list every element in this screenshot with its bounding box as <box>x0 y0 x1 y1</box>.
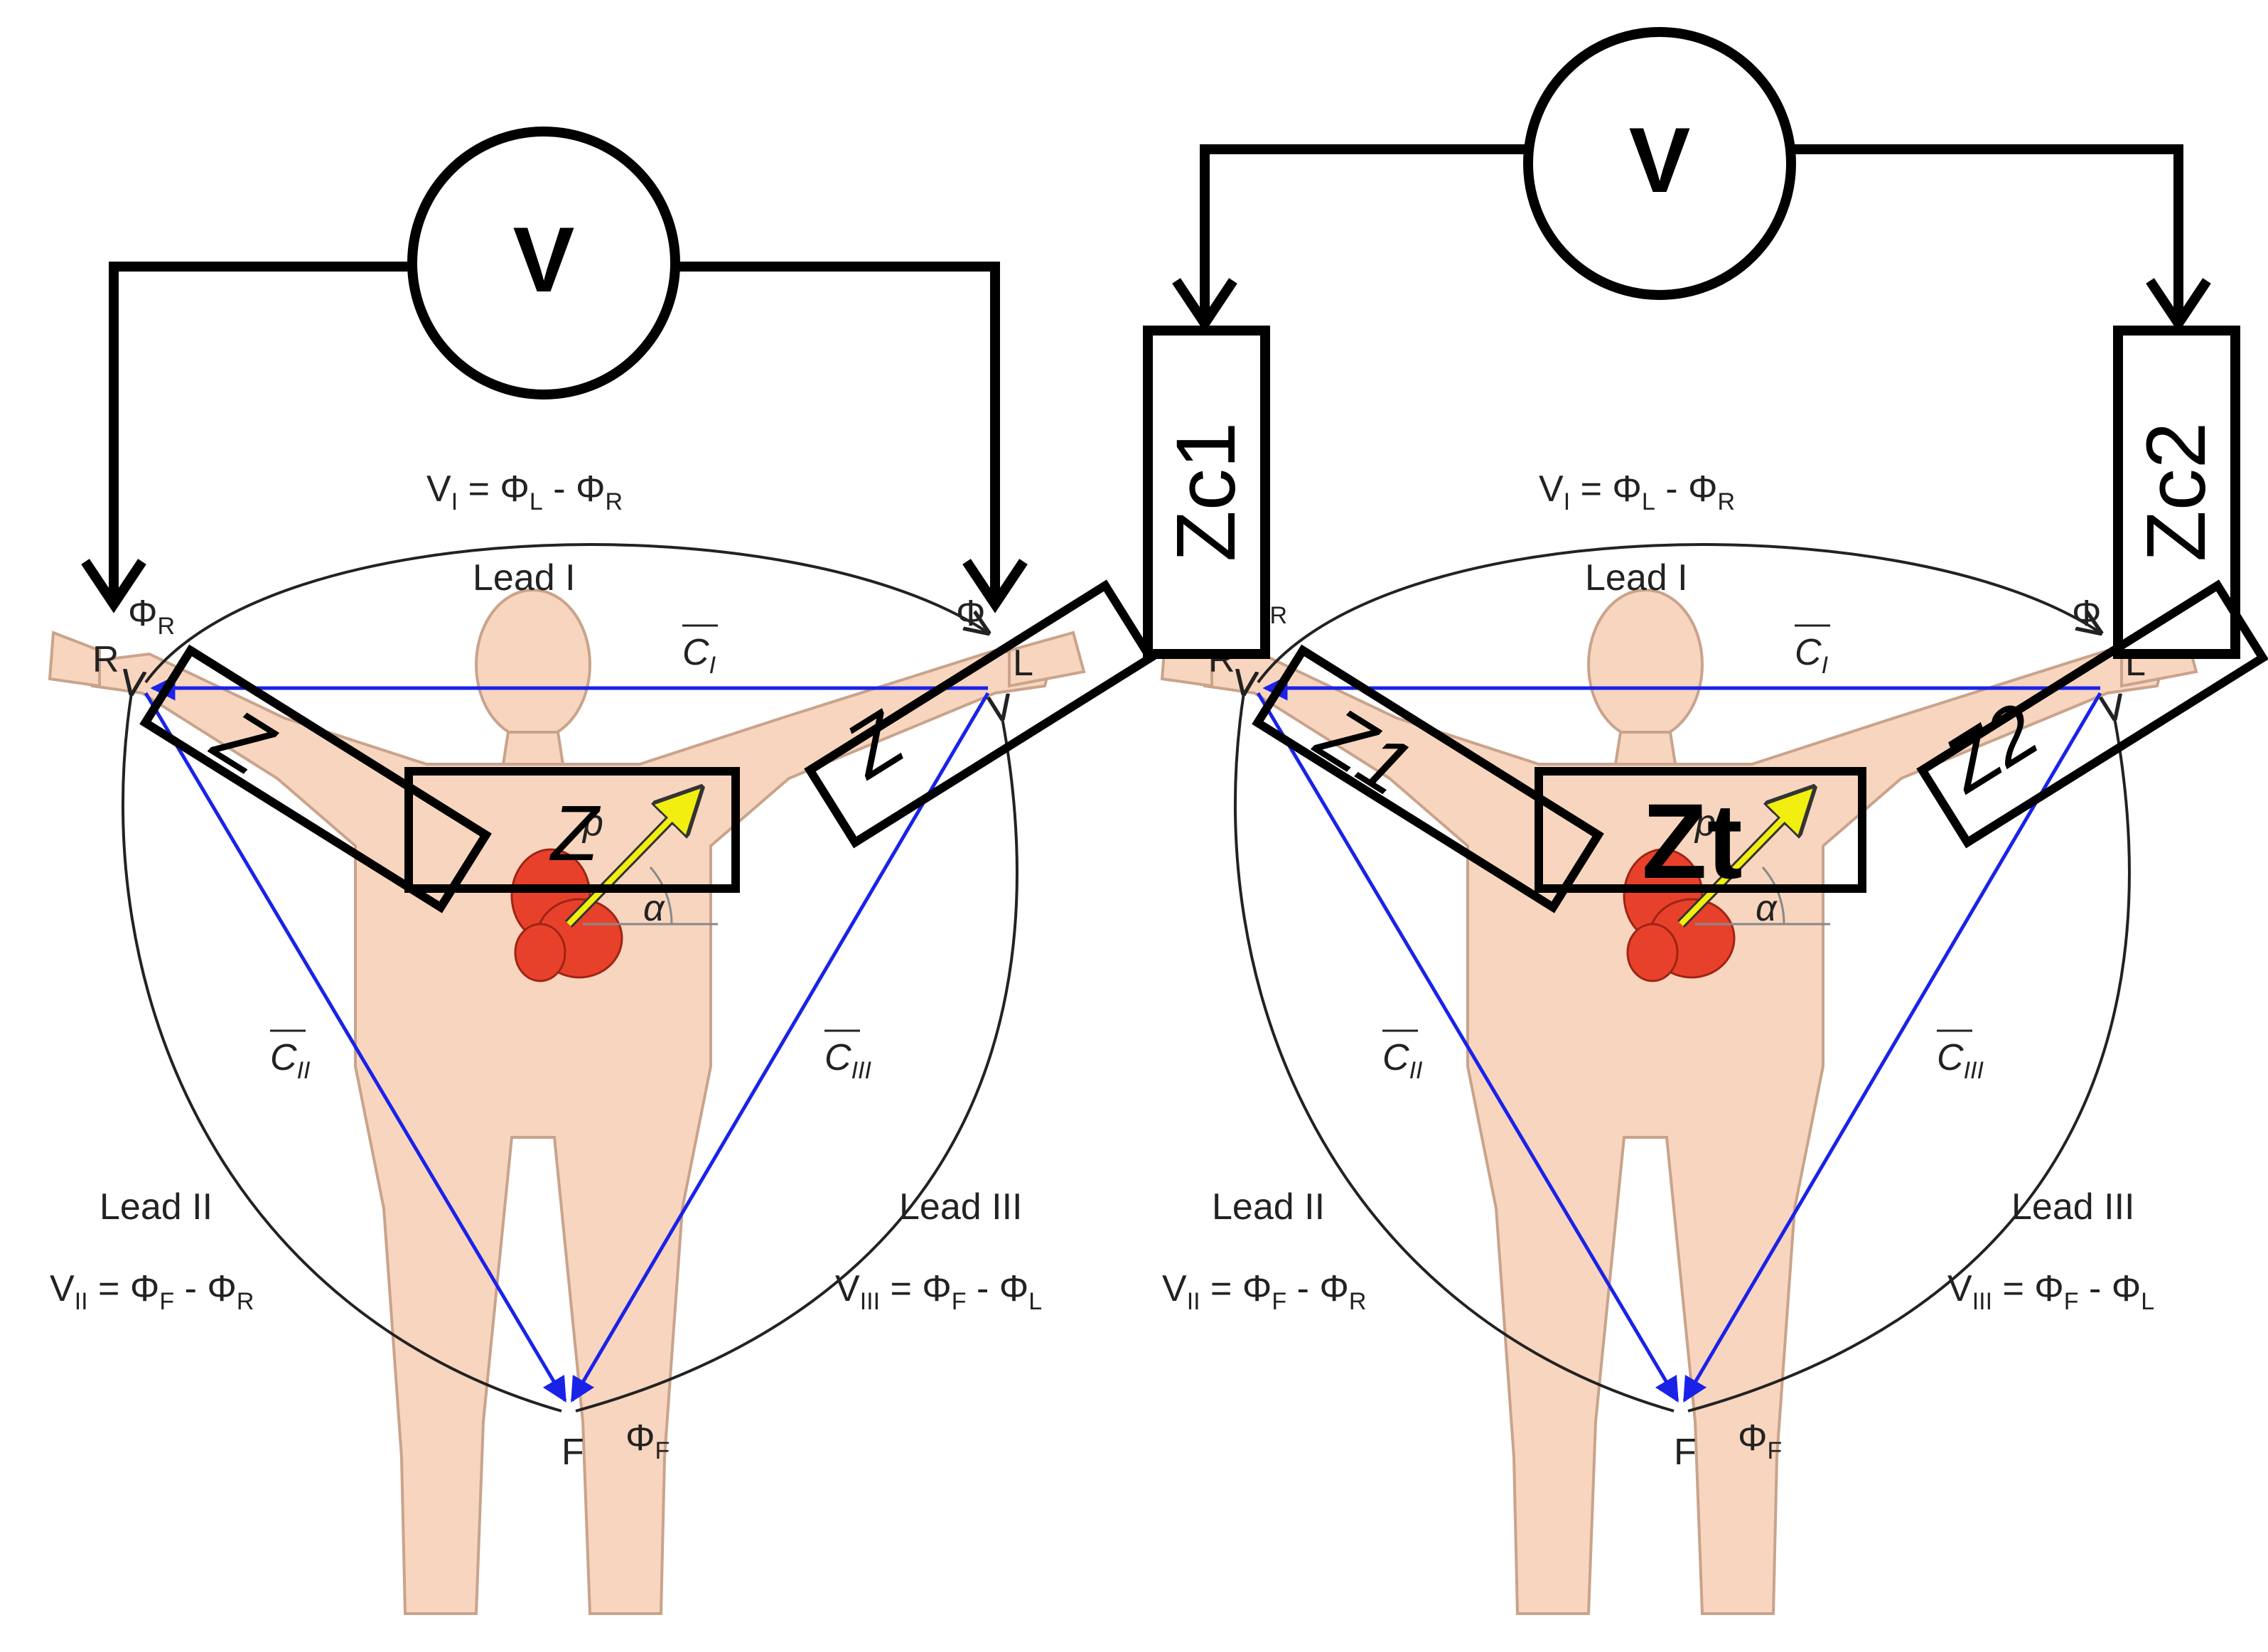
lead3-formula-right: VIII = ΦF - ΦL <box>1947 1268 2154 1315</box>
svg-text:CI: CI <box>1795 632 1829 679</box>
svg-text:VI = ΦL - ΦR: VI = ΦL - ΦR <box>1539 468 1735 515</box>
einthoven-triangle-right <box>1256 675 2102 1403</box>
svg-text:ΦF: ΦF <box>625 1417 670 1464</box>
human-body-right <box>1160 589 2198 1615</box>
impedance-boxes-left <box>139 579 1156 913</box>
svg-text:CIII: CIII <box>824 1037 871 1084</box>
dipole-vector-fill-right <box>1679 794 1807 926</box>
voltmeter-label-right: V <box>1629 108 1691 212</box>
human-body-left <box>48 589 1086 1615</box>
svg-text:VII = ΦF - ΦR: VII = ΦF - ΦR <box>50 1268 254 1315</box>
lead3-formula-left: VIII = ΦF - ΦL <box>835 1268 1042 1315</box>
c3-label-left: CIII <box>824 1029 871 1084</box>
angle-arc-left <box>649 867 673 925</box>
electrode-l-phi-right: Φ <box>2072 593 2102 634</box>
lead-arcs-left <box>122 543 1019 1412</box>
vector-label-left: p <box>581 803 603 844</box>
c2-label-left: CII <box>270 1029 311 1084</box>
electrode-r-phi-left: ΦR <box>128 593 175 640</box>
voltmeter-circuit-left <box>81 127 1028 613</box>
zt-torso-right: Zt <box>1642 781 1743 901</box>
angle-label-left: α <box>643 888 665 929</box>
electrode-l-left: L <box>1013 643 1033 684</box>
electrode-f-phi-right: ΦF <box>1738 1417 1782 1464</box>
svg-text:ΦR: ΦR <box>128 593 175 640</box>
lead2-formula-left: VII = ΦF - ΦR <box>50 1268 254 1315</box>
electrode-f-left: F <box>561 1432 584 1473</box>
einthoven-triangle-left <box>144 675 990 1403</box>
voltmeter-label-left: V <box>513 208 575 311</box>
c1-label-right: CI <box>1795 624 1830 679</box>
svg-text:VIII = ΦF - ΦL: VIII = ΦF - ΦL <box>1947 1268 2154 1315</box>
angle-arc-right <box>1761 867 1785 925</box>
svg-text:CIII: CIII <box>1937 1037 1984 1084</box>
lead1-label-left: Lead I <box>473 557 576 599</box>
c3-label-right: CIII <box>1937 1029 1984 1084</box>
lead2-formula-right: VII = ΦF - ΦR <box>1162 1268 1366 1315</box>
c1-label-left: CI <box>682 624 718 679</box>
svg-text:ΦF: ΦF <box>1738 1417 1782 1464</box>
lead3-label-right: Lead III <box>2011 1186 2134 1228</box>
electrode-l-phi-left: Φ <box>956 593 986 634</box>
zc-right-right: Zc2 <box>2129 422 2223 562</box>
lead2-label-right: Lead II <box>1212 1186 1325 1228</box>
electrode-f-phi-left: ΦF <box>625 1417 670 1464</box>
zc-left-right: Zc1 <box>1159 422 1253 562</box>
electrode-f-right: F <box>1674 1432 1697 1473</box>
svg-text:CII: CII <box>1382 1037 1423 1084</box>
svg-text:VII = ΦF - ΦR: VII = ΦF - ΦR <box>1162 1268 1366 1315</box>
svg-text:CI: CI <box>682 632 716 679</box>
lead2-label-left: Lead II <box>100 1186 213 1228</box>
lead1-formula-right: VI = ΦL - ΦR <box>1539 468 1735 515</box>
c2-label-right: CII <box>1382 1029 1423 1084</box>
vector-label-right: p <box>1694 803 1716 844</box>
z-torso-left: Z <box>549 790 601 877</box>
lead1-label-right: Lead I <box>1585 557 1688 599</box>
impedance-boxes-right <box>1252 579 2268 913</box>
angle-label-right: α <box>1756 888 1778 929</box>
dipole-vector-fill-left <box>566 794 695 926</box>
voltmeter-circuit-right <box>1143 27 2240 659</box>
svg-text:VI = ΦL - ΦR: VI = ΦL - ΦR <box>426 468 623 515</box>
lead1-formula-left: VI = ΦL - ΦR <box>426 468 623 515</box>
lead-arcs-right <box>1234 543 2131 1412</box>
panel-left: α p VI = ΦL - ΦR Lead I CI CII CIII Lead… <box>48 127 1156 1615</box>
svg-text:CII: CII <box>270 1037 311 1084</box>
lead3-label-left: Lead III <box>899 1186 1022 1228</box>
svg-text:VIII = ΦF - ΦL: VIII = ΦF - ΦL <box>835 1268 1042 1315</box>
electrode-r-left: R <box>92 639 119 680</box>
panel-right: α p VI = ΦL - ΦR Lead I CI CII CIII Lead… <box>1143 27 2268 1615</box>
